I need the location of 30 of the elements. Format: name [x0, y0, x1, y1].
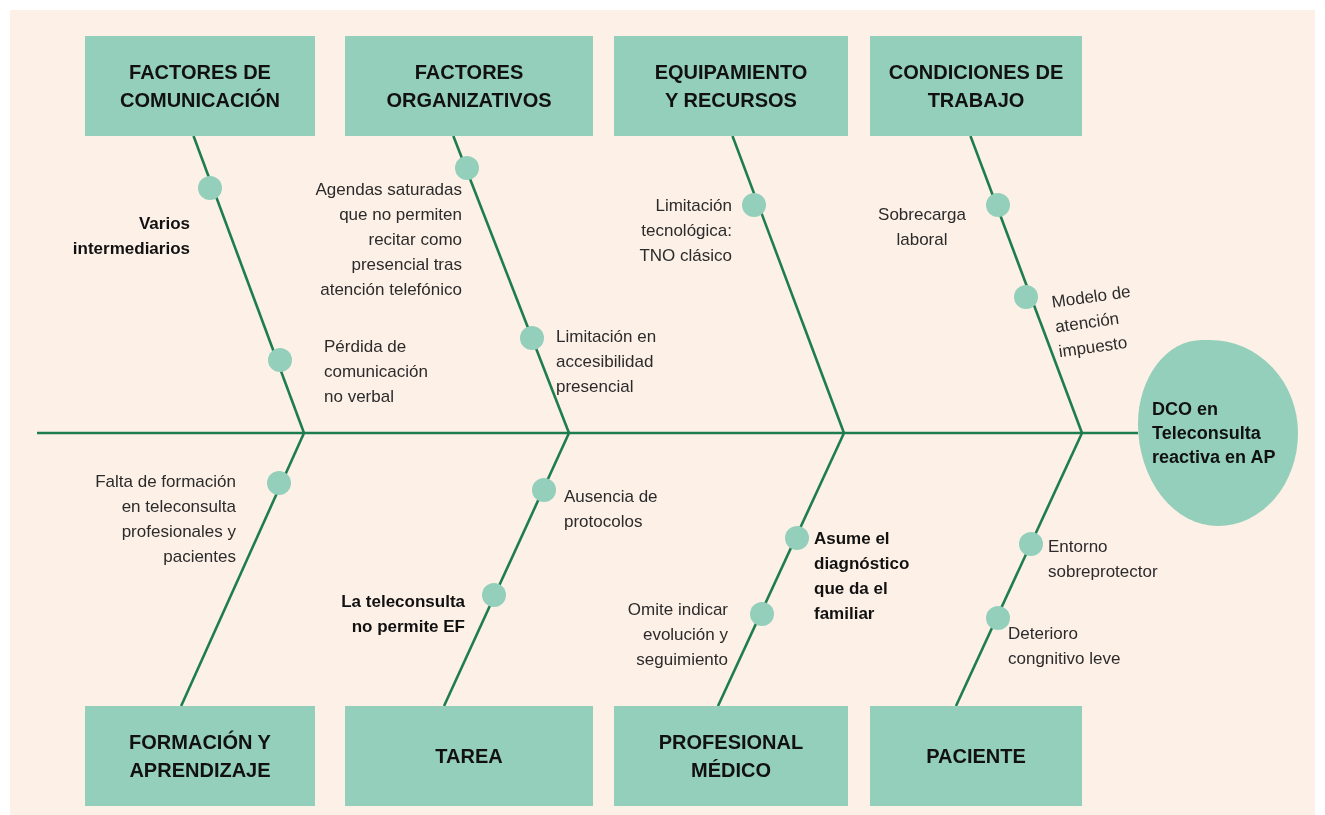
cause-text: Agendas saturadas que no permiten recitar como presencial tras atención telefónico: [302, 177, 462, 302]
bone-line: [179, 432, 306, 707]
bone-line: [954, 432, 1084, 707]
cause-text: Deterioro congnitivo leve: [1008, 621, 1138, 671]
cause-text: Limitación tecnológica: TNO clásico: [630, 193, 732, 268]
cause-text: La teleconsulta no permite EF: [323, 589, 465, 639]
category-box: FORMACIÓN Y APRENDIZAJE: [85, 706, 315, 806]
cause-text: Varios intermediarios: [50, 211, 190, 261]
category-box: CONDICIONES DE TRABAJO: [870, 36, 1082, 136]
category-box: FACTORES DE COMUNICACIÓN: [85, 36, 315, 136]
bone-line: [442, 432, 571, 707]
cause-text: Entorno sobreprotector: [1048, 534, 1170, 584]
cause-text: Asume el diagnóstico que da el familiar: [814, 526, 938, 626]
cause-text: Pérdida de comunicación no verbal: [324, 334, 436, 409]
bone-line: [969, 135, 1084, 434]
category-box: PACIENTE: [870, 706, 1082, 806]
cause-text: Sobrecarga laboral: [866, 202, 978, 252]
bone-line: [731, 135, 846, 434]
bone-line: [192, 135, 306, 434]
cause-text: Omite indicar evolución y seguimiento: [611, 597, 728, 672]
category-box: EQUIPAMIENTO Y RECURSOS: [614, 36, 848, 136]
bone-line: [452, 135, 571, 434]
bone-line: [716, 432, 846, 707]
cause-text: Limitación en accesibilidad presencial: [556, 324, 674, 399]
cause-text: Falta de formación en teleconsulta profesionales y pacientes: [84, 469, 236, 569]
category-box: PROFESIONAL MÉDICO: [614, 706, 848, 806]
spine-line: [37, 431, 1138, 435]
category-box: FACTORES ORGANIZATIVOS: [345, 36, 593, 136]
category-box: TAREA: [345, 706, 593, 806]
cause-text: Ausencia de protocolos: [564, 484, 676, 534]
